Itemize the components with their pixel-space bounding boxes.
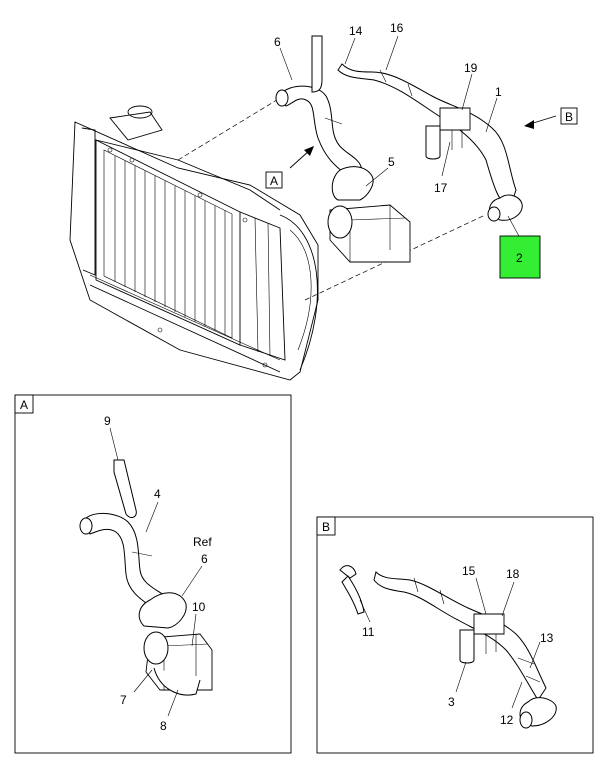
detail-b-callout-3: 3 bbox=[448, 695, 455, 709]
detail-a-callout-4: 4 bbox=[154, 487, 161, 501]
view-a-label: A bbox=[270, 174, 278, 188]
detail-b-title-box bbox=[316, 516, 336, 536]
detail-a-callout-7: 7 bbox=[120, 693, 127, 707]
detail-b-callout-11: 11 bbox=[362, 625, 375, 639]
callout-6: 6 bbox=[274, 35, 281, 49]
callout-17: 17 bbox=[434, 181, 448, 195]
detail-a-callout-8: 8 bbox=[160, 719, 167, 733]
detail-a-hose bbox=[79, 459, 213, 696]
detail-b-leaders bbox=[359, 577, 541, 709]
view-b-label: B bbox=[565, 110, 573, 124]
detail-a-callout-6: 6 bbox=[201, 552, 208, 566]
view-a-tag bbox=[265, 171, 283, 189]
detail-a-callout-9: 9 bbox=[104, 414, 111, 428]
main-leaders bbox=[279, 35, 521, 239]
detail-a-title-box bbox=[14, 394, 34, 414]
view-b-tag bbox=[560, 107, 578, 125]
detail-b-title: B bbox=[322, 520, 330, 534]
view-arrow-b bbox=[524, 115, 557, 129]
detail-b-callout-13: 13 bbox=[540, 631, 554, 645]
detail-a-title: A bbox=[20, 398, 28, 412]
callout-16: 16 bbox=[390, 21, 404, 35]
detail-b-callout-15: 15 bbox=[462, 564, 476, 578]
callout-2-highlight[interactable] bbox=[499, 235, 541, 279]
hose-assembly-1 bbox=[337, 63, 523, 222]
detail-a-callout-10: 10 bbox=[192, 600, 206, 614]
detail-a-callout-ref: Ref bbox=[193, 535, 212, 549]
detail-b-callout-18: 18 bbox=[506, 567, 520, 581]
radiator-assembly bbox=[69, 105, 319, 381]
detail-b-hose bbox=[339, 565, 557, 729]
callout-2: 2 bbox=[516, 251, 523, 265]
callout-5: 5 bbox=[388, 155, 395, 169]
callout-1: 1 bbox=[495, 85, 502, 99]
detail-a-leaders bbox=[109, 427, 203, 717]
detail-a-frame bbox=[14, 394, 292, 754]
view-arrow-a bbox=[289, 146, 314, 169]
hose-assembly-5 bbox=[275, 35, 411, 263]
callout-19: 19 bbox=[464, 61, 478, 75]
detail-b-callout-12: 12 bbox=[500, 713, 514, 727]
callout-14: 14 bbox=[349, 24, 363, 38]
